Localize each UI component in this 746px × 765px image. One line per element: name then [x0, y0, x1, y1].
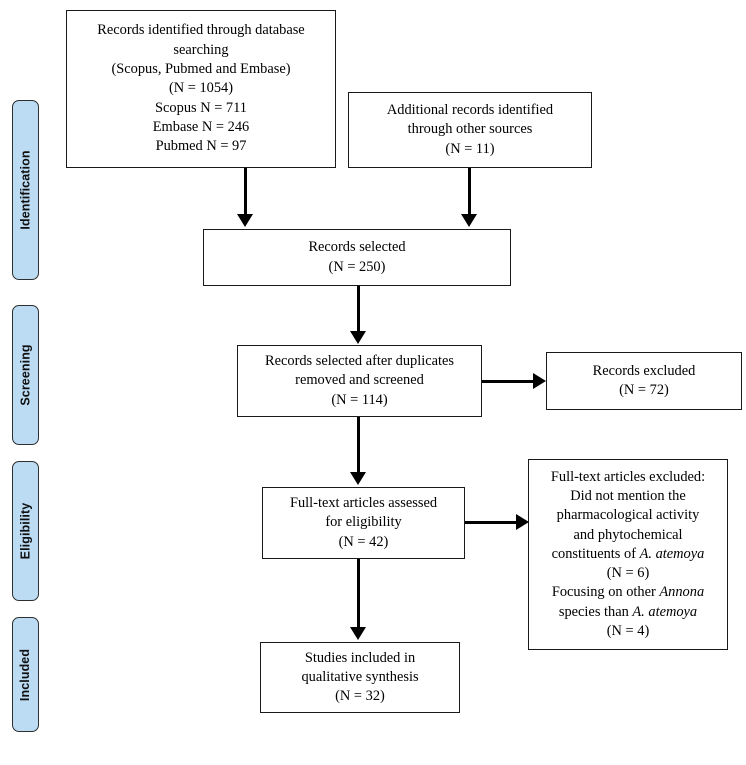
connector-other-sources-to-selected-line: [468, 168, 471, 215]
connector-screened-to-fulltext-arrow: [350, 472, 366, 485]
additional-records-other-sources-text: Additional records identified through ot…: [386, 102, 554, 157]
phase-label-included-text: Included: [18, 648, 33, 701]
connector-selected-to-screened-line: [357, 286, 360, 332]
phase-label-identification: Identification: [12, 100, 39, 280]
studies-included-qualitative-synthesis-box: Studies included in qualitative synthesi…: [260, 642, 460, 713]
connector-database-to-selected-arrow: [237, 214, 253, 227]
connector-fulltext-to-excluded-arrow: [516, 514, 529, 530]
records-selected-box: Records selected (N = 250): [203, 229, 511, 286]
studies-included-qualitative-synthesis-text: Studies included in qualitative synthesi…: [301, 649, 419, 705]
connector-fulltext-to-included-arrow: [350, 627, 366, 640]
phase-label-screening-text: Screening: [18, 344, 33, 406]
connector-selected-to-screened-arrow: [350, 331, 366, 344]
phase-label-identification-text: Identification: [18, 150, 33, 230]
phase-label-eligibility-text: Eligibility: [18, 502, 33, 560]
phase-label-included: Included: [12, 617, 39, 732]
connector-fulltext-to-excluded-line: [465, 521, 517, 524]
connector-screened-to-excluded-line: [482, 380, 534, 383]
full-text-articles-assessed-box: Full-text articles assessed for eligibil…: [262, 487, 465, 559]
additional-records-other-sources-box: Additional records identified through ot…: [348, 92, 592, 168]
connector-screened-to-excluded-arrow: [533, 373, 546, 389]
connector-screened-to-fulltext-line: [357, 417, 360, 473]
records-selected-after-duplicates-text: Records selected after duplicates remove…: [265, 353, 454, 408]
records-selected-text: Records selected (N = 250): [308, 239, 406, 275]
records-excluded-text: Records excluded (N = 72): [592, 362, 696, 398]
phase-label-eligibility: Eligibility: [12, 461, 39, 601]
full-text-articles-excluded-box: Full-text articles excluded:Did not ment…: [528, 459, 728, 650]
full-text-articles-assessed-text: Full-text articles assessed for eligibil…: [289, 495, 438, 550]
phase-label-screening: Screening: [12, 305, 39, 445]
connector-other-sources-to-selected-arrow: [461, 214, 477, 227]
records-excluded-box: Records excluded (N = 72): [546, 352, 742, 410]
records-identified-database-text: Records identified through database sear…: [97, 22, 305, 155]
full-text-articles-excluded-text: Full-text articles excluded:Did not ment…: [550, 468, 706, 640]
connector-database-to-selected-line: [244, 168, 247, 215]
records-selected-after-duplicates-box: Records selected after duplicates remove…: [237, 345, 482, 417]
connector-fulltext-to-included-line: [357, 559, 360, 628]
records-identified-database-box: Records identified through database sear…: [66, 10, 336, 168]
